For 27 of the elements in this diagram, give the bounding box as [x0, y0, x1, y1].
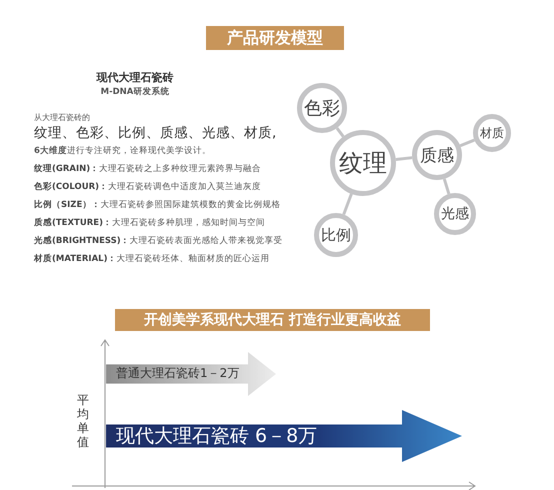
intro-text: 从大理石瓷砖的: [34, 112, 90, 123]
description-line: 光感(BRIGHTNESS)：大理石瓷砖表面光感给人带来视觉享受: [34, 235, 283, 247]
circle-node: 光感: [434, 193, 476, 235]
description-line: 比例（SIZE）：大理石瓷砖参照国际建筑模数的黄金比例规格: [34, 199, 280, 211]
circle-node: 比例: [314, 213, 358, 257]
connector-line: [460, 138, 475, 148]
circle-node: 色彩: [297, 83, 347, 133]
arrow-label: 普通大理石瓷砖1－2万: [116, 364, 240, 384]
circle-node: 纹理: [330, 130, 396, 196]
heading: 现代大理石瓷砖: [95, 70, 174, 85]
section-banner: 开创美学系现代大理石 打造行业更高收益: [115, 309, 430, 331]
description-line: 色彩(COLOUR)：大理石瓷砖调色中适度加入莫兰迪灰度: [34, 181, 262, 193]
description-line: 质感(TEXTURE)：大理石瓷砖多种肌理，感知时间与空间: [34, 217, 265, 229]
subheading: M-DNA研发系统: [100, 86, 170, 98]
axis-label: 平均单值: [76, 393, 90, 449]
dimension-list: 纹理、色彩、比例、质感、光感、材质,: [34, 124, 276, 142]
circle-node: 质感: [412, 130, 462, 180]
title-banner: 产品研发模型: [206, 26, 344, 50]
connector-line: [342, 193, 353, 215]
intro-text: 6大维度进行专注研究，诠释现代美学设计。: [34, 145, 211, 157]
description-line: 纹理(GRAIN)：大理石瓷砖之上多种纹理元素跨界与融合: [34, 163, 262, 175]
connector-line: [442, 178, 450, 194]
connector-line: [396, 156, 412, 161]
description-line: 材质(MATERIAL)：大理石瓷砖坯体、釉面材质的匠心运用: [34, 253, 270, 265]
connector-line: [336, 127, 344, 138]
arrow-label: 现代大理石瓷砖 6－8万: [116, 424, 318, 448]
circle-node: 材质: [473, 114, 511, 152]
